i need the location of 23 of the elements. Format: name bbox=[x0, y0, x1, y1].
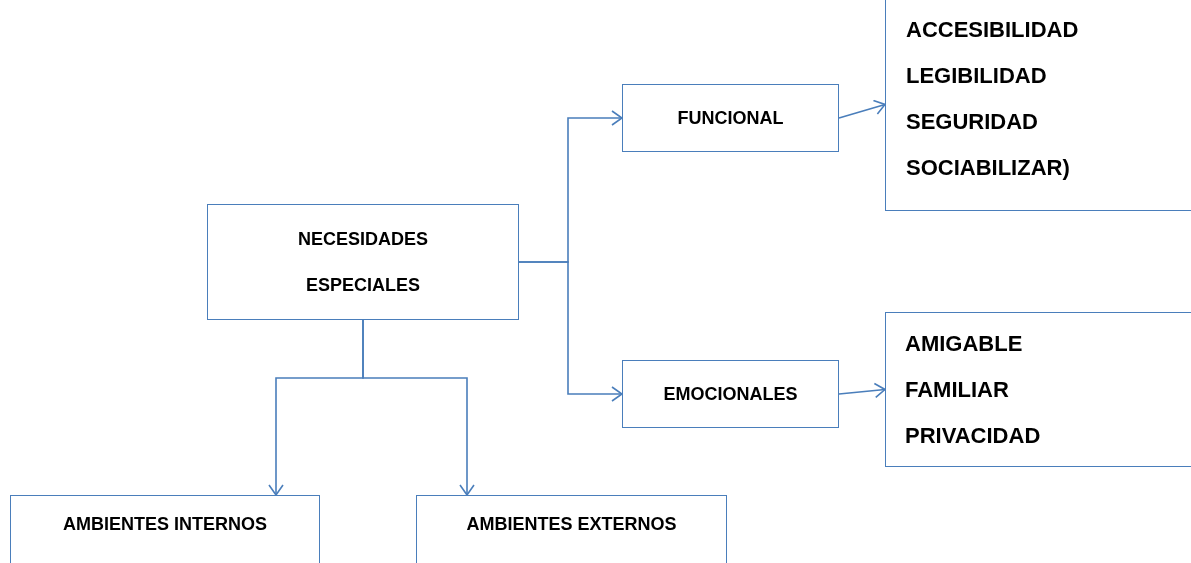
process-box bbox=[10, 495, 320, 563]
arrow bbox=[362, 319, 475, 496]
box-text: AMBIENTES EXTERNOS bbox=[466, 513, 677, 535]
arrow bbox=[518, 261, 623, 402]
box-text: EMOCIONALES bbox=[663, 383, 798, 405]
box-text: FAMILIAR bbox=[905, 375, 1009, 404]
list-box bbox=[885, 312, 1191, 467]
arrow bbox=[838, 99, 886, 119]
box-text: AMIGABLE bbox=[905, 329, 1023, 358]
process-box bbox=[416, 495, 727, 563]
box-text: LEGIBILIDAD bbox=[906, 62, 1047, 90]
box-text: FUNCIONAL bbox=[677, 107, 784, 129]
box-text: AMBIENTES INTERNOS bbox=[63, 513, 267, 535]
box-text: NECESIDADES ESPECIALES bbox=[297, 228, 429, 297]
process-box bbox=[622, 360, 839, 428]
arrow bbox=[838, 382, 886, 399]
process-box bbox=[207, 204, 519, 320]
box-text: PRIVACIDAD bbox=[905, 421, 1041, 450]
list-box bbox=[885, 0, 1191, 211]
box-text: SOCIABILIZAR) bbox=[906, 154, 1070, 182]
process-box bbox=[622, 84, 839, 152]
box-text: ACCESIBILIDAD bbox=[906, 16, 1079, 44]
box-text: SEGURIDAD bbox=[906, 108, 1038, 136]
